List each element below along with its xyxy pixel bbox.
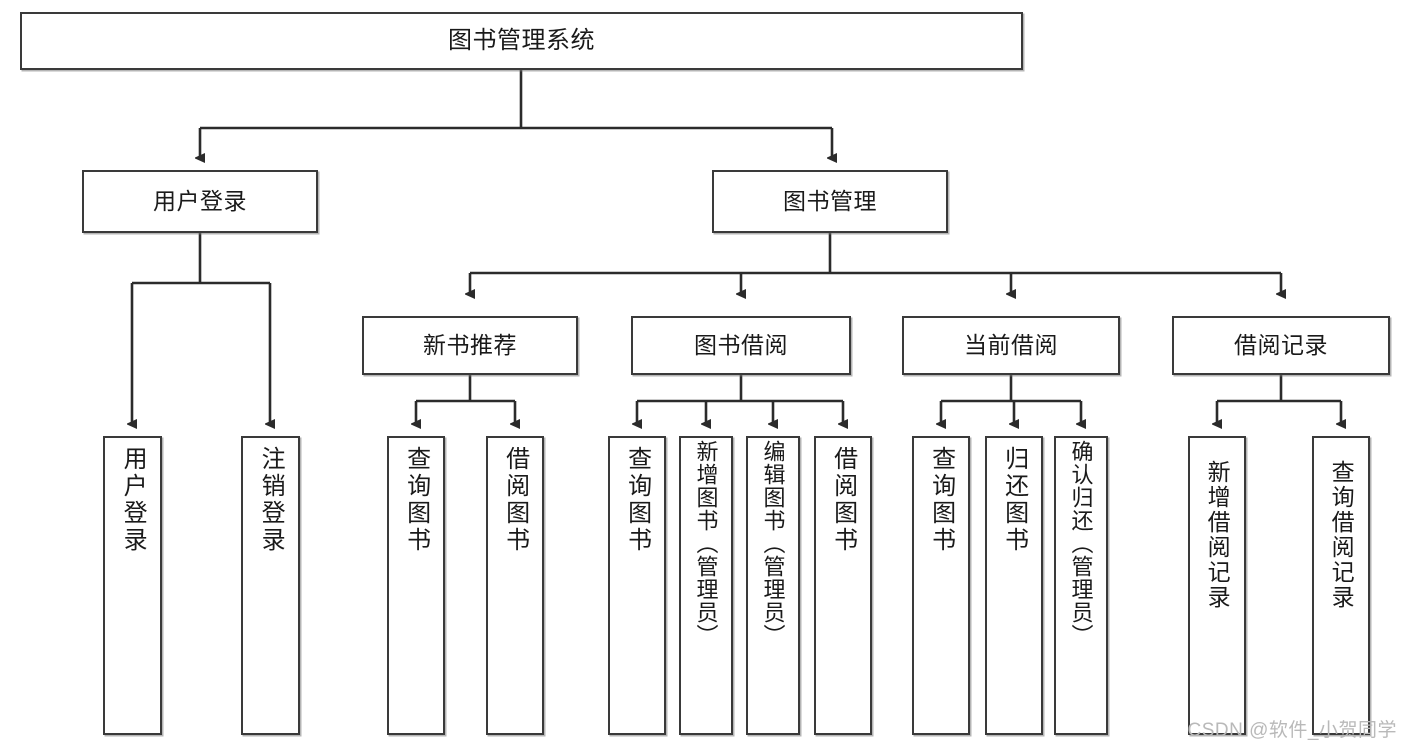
node-leaf-user-login-label: 用户登录 — [119, 446, 147, 554]
node-new-book-rec-label: 新书推荐 — [423, 331, 517, 358]
node-leaf-edit-book-label: 编辑图书（管理员） — [760, 440, 786, 647]
node-current-borrow-label: 当前借阅 — [964, 331, 1058, 358]
node-book-borrow-label: 图书借阅 — [694, 331, 788, 358]
node-leaf-query-book-3[interactable]: 查询图书 — [912, 436, 970, 735]
node-leaf-borrow-book-2[interactable]: 借阅图书 — [814, 436, 872, 735]
node-leaf-logout[interactable]: 注销登录 — [241, 436, 300, 735]
node-leaf-edit-book[interactable]: 编辑图书（管理员） — [746, 436, 800, 735]
node-book-borrow[interactable]: 图书借阅 — [631, 316, 851, 375]
node-current-borrow[interactable]: 当前借阅 — [902, 316, 1120, 375]
node-leaf-logout-label: 注销登录 — [257, 446, 285, 554]
node-book-manage[interactable]: 图书管理 — [712, 170, 948, 233]
node-borrow-record-label: 借阅记录 — [1234, 331, 1328, 358]
node-leaf-borrow-book-2-label: 借阅图书 — [829, 446, 857, 554]
node-leaf-add-record[interactable]: 新增借阅记录 — [1188, 436, 1246, 735]
node-leaf-add-book-label: 新增图书（管理员） — [693, 440, 719, 647]
node-book-manage-label: 图书管理 — [783, 187, 877, 214]
node-borrow-record[interactable]: 借阅记录 — [1172, 316, 1390, 375]
node-leaf-query-book-2[interactable]: 查询图书 — [608, 436, 666, 735]
node-leaf-return-book-label: 归还图书 — [1000, 446, 1028, 554]
node-root-label: 图书管理系统 — [448, 26, 595, 54]
node-leaf-borrow-book-1-label: 借阅图书 — [501, 446, 529, 554]
node-leaf-query-book-1-label: 查询图书 — [402, 446, 430, 554]
node-leaf-confirm-return[interactable]: 确认归还（管理员） — [1054, 436, 1108, 735]
node-leaf-user-login[interactable]: 用户登录 — [103, 436, 162, 735]
node-leaf-add-record-label: 新增借阅记录 — [1204, 460, 1231, 610]
node-user-login-label: 用户登录 — [153, 187, 247, 214]
node-new-book-rec[interactable]: 新书推荐 — [362, 316, 578, 375]
node-leaf-query-book-1[interactable]: 查询图书 — [387, 436, 445, 735]
node-root[interactable]: 图书管理系统 — [20, 12, 1023, 70]
node-leaf-query-record-label: 查询借阅记录 — [1328, 460, 1355, 610]
node-leaf-query-book-2-label: 查询图书 — [623, 446, 651, 554]
node-leaf-query-book-3-label: 查询图书 — [927, 446, 955, 554]
node-leaf-add-book[interactable]: 新增图书（管理员） — [679, 436, 733, 735]
node-leaf-borrow-book-1[interactable]: 借阅图书 — [486, 436, 544, 735]
watermark-text: CSDN @软件_小贺同学 — [1187, 720, 1397, 741]
node-user-login[interactable]: 用户登录 — [82, 170, 318, 233]
node-leaf-confirm-return-label: 确认归还（管理员） — [1068, 440, 1094, 647]
node-leaf-return-book[interactable]: 归还图书 — [985, 436, 1043, 735]
node-leaf-query-record[interactable]: 查询借阅记录 — [1312, 436, 1370, 735]
